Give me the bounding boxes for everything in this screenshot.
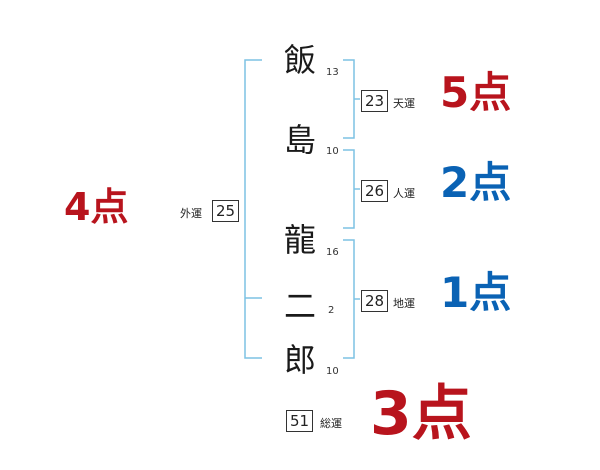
stroke-count-2: 10: [326, 146, 339, 157]
so-un-value: 51: [286, 410, 314, 432]
name-char-1: 飯: [283, 41, 316, 79]
jin-un-label: 人運: [393, 187, 415, 200]
stroke-count-1: 13: [326, 67, 339, 78]
jin-un-value: 26: [361, 180, 389, 202]
ten-un-score: 5点: [440, 68, 512, 117]
so-un-score: 3点: [370, 379, 472, 449]
ten-un-value: 23: [361, 90, 389, 112]
gai-un-value: 25: [212, 200, 240, 222]
outer-bracket: [244, 59, 262, 359]
gai-un-score: 4点: [64, 185, 129, 229]
ten-bracket: [343, 59, 355, 139]
jin-un-score: 2点: [440, 158, 512, 207]
chi-un-value: 28: [361, 290, 389, 312]
gai-un-label: 外運: [180, 207, 202, 220]
chi-bracket: [343, 239, 355, 359]
ten-un-label: 天運: [393, 97, 415, 110]
chi-un-label: 地運: [393, 297, 415, 310]
stroke-count-4: 2: [328, 305, 335, 316]
stroke-count-3: 16: [326, 247, 339, 258]
name-char-4: 二: [283, 287, 316, 325]
name-char-3: 龍: [283, 221, 316, 259]
chi-un-score: 1点: [440, 268, 512, 317]
jin-bracket: [343, 149, 355, 229]
so-un-label: 総運: [320, 417, 342, 430]
name-char-2: 島: [283, 121, 316, 159]
stroke-count-5: 10: [326, 366, 339, 377]
name-char-5: 郎: [283, 341, 316, 379]
